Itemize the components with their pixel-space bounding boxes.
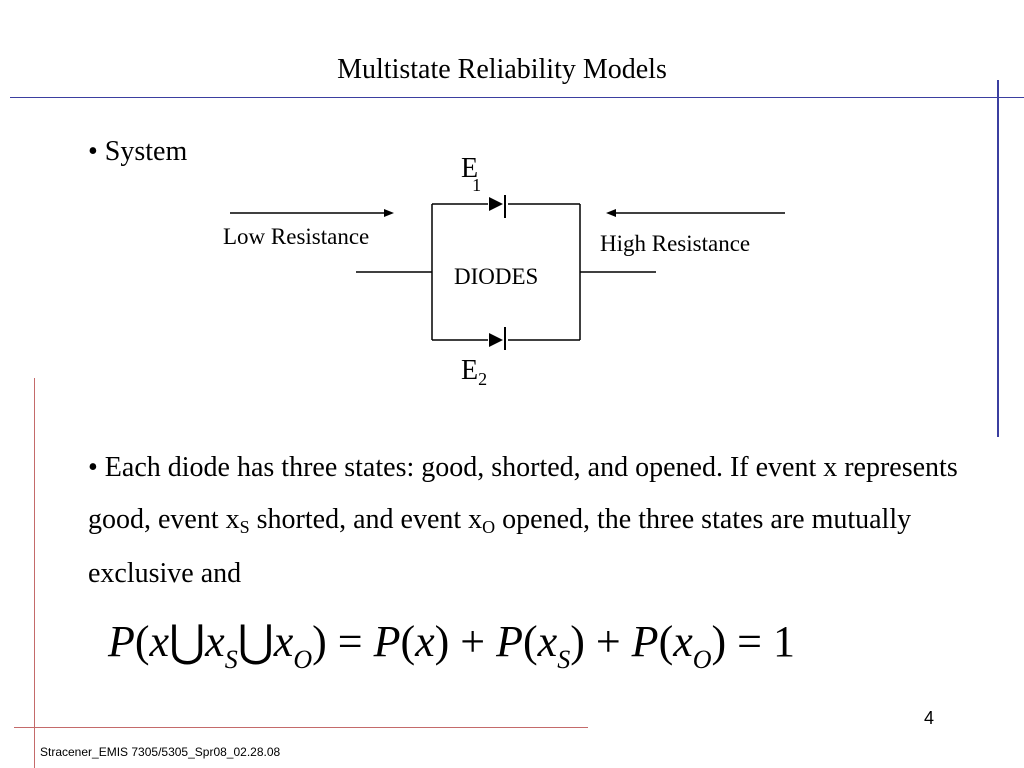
right-divider (997, 80, 999, 437)
probability-formula: P(x⋃xS⋃xO) = P(x) + P(xS) + P(xO) = 1 (108, 617, 795, 674)
footer-text: Stracener_EMIS 7305/5305_Spr08_02.28.08 (40, 745, 281, 759)
diode-e1-icon (489, 197, 503, 211)
top-divider (10, 97, 1024, 98)
label-e2: E2 (461, 355, 488, 389)
page-number: 4 (924, 708, 935, 728)
label-high-resistance: High Resistance (600, 231, 751, 256)
bottom-divider (14, 727, 588, 728)
left-divider (34, 378, 35, 768)
bullet-diode-states: • Each diode has three states: good, sho… (88, 452, 958, 589)
label-diodes: DIODES (454, 264, 539, 289)
bullet-system: • System (88, 136, 188, 167)
slide-title: Multistate Reliability Models (337, 54, 667, 85)
arrow-right-icon (384, 209, 394, 217)
label-low-resistance: Low Resistance (223, 224, 370, 249)
arrow-left-icon (606, 209, 616, 217)
diode-e2-icon (489, 333, 503, 347)
label-e1: E1 (461, 153, 482, 195)
